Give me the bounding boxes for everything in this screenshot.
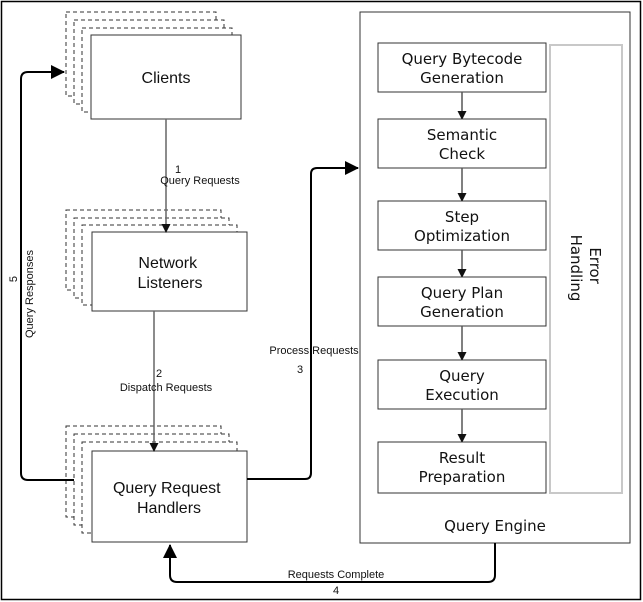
step-box [377, 42, 547, 93]
edge-3-line [247, 161, 359, 480]
network-listeners-node[interactable]: Network Listeners [65, 209, 248, 312]
edge-5-line [20, 65, 74, 481]
edge-4-label: Requests Complete [288, 569, 385, 581]
network-listeners-box [91, 231, 248, 312]
edge-requests-complete: Requests Complete 4 [163, 543, 496, 597]
query-engine-label: Query Engine [444, 517, 546, 535]
edge-1-label: Query Requests [160, 175, 240, 187]
edge-2-label: Dispatch Requests [120, 382, 213, 394]
edge-2-number: 2 [156, 368, 162, 380]
edge-5-label: Query Responses [24, 249, 36, 338]
network-listeners-label: Network Listeners [138, 255, 203, 292]
clients-label: Clients [142, 70, 191, 87]
clients-box [90, 34, 242, 120]
step-box [377, 359, 547, 410]
clients-node[interactable]: Clients [65, 11, 242, 120]
step-box [377, 441, 547, 494]
error-handling-label: Error Handling [567, 235, 604, 302]
edge-query-requests: 1 Query Requests [160, 119, 240, 233]
edge-4-number: 4 [333, 585, 339, 597]
edge-query-responses: 5 Query Responses [8, 65, 74, 481]
query-request-handlers-node[interactable]: Query Request Handlers [65, 425, 248, 543]
edge-3-label: Process Requests [269, 345, 359, 357]
step-box [377, 200, 547, 251]
query-request-handlers-label: Query Request Handlers [113, 480, 225, 517]
edge-dispatch-requests: 2 Dispatch Requests [120, 311, 213, 452]
edge-1-number: 1 [175, 164, 181, 176]
edge-5-number: 5 [8, 276, 20, 282]
edge-3-number: 3 [297, 364, 303, 376]
edge-4-line [163, 543, 496, 583]
edge-process-requests: Process Requests 3 [247, 161, 359, 480]
query-request-handlers-box [91, 450, 248, 543]
query-engine-node[interactable]: Query Engine Error Handling Query Byteco… [359, 11, 631, 544]
error-handling-box[interactable] [549, 44, 623, 494]
